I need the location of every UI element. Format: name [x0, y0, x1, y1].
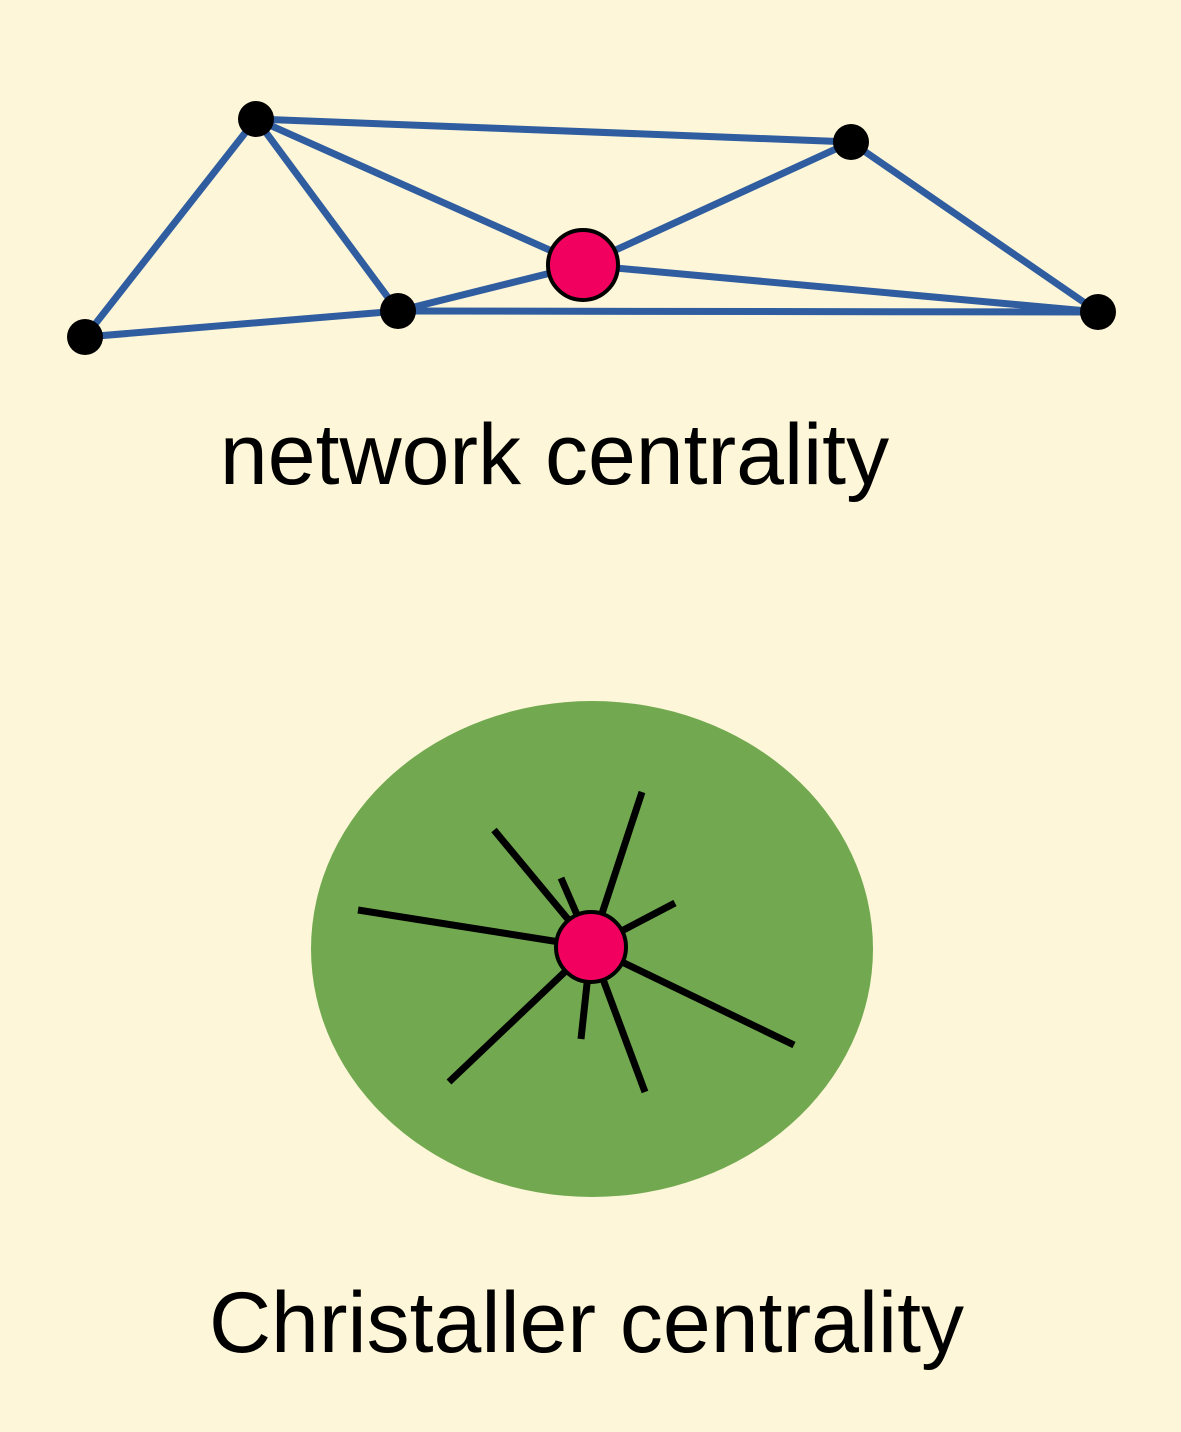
network-edges	[81, 115, 1102, 341]
christaller-spoke	[589, 943, 796, 1049]
christaller-central-node	[554, 910, 628, 984]
network-edge	[81, 307, 402, 341]
network-edge	[579, 261, 1102, 316]
network-centrality-label: network centrality	[219, 407, 890, 503]
network-node	[1080, 294, 1116, 330]
network-node	[833, 124, 869, 160]
network-central-node	[546, 228, 620, 302]
network-node	[380, 293, 416, 329]
network-edge	[847, 138, 1102, 316]
network-edge	[252, 115, 855, 146]
network-graph	[67, 101, 1116, 355]
christaller-centrality-label: Christaller centrality	[208, 1275, 965, 1371]
christaller-spoke	[357, 906, 592, 951]
network-edge	[394, 307, 1102, 316]
network-nodes	[67, 101, 1116, 355]
network-node	[238, 101, 274, 137]
network-edge	[252, 115, 402, 315]
network-edge	[252, 115, 587, 269]
network-node	[67, 319, 103, 355]
christaller-graph	[311, 701, 873, 1197]
network-edge	[579, 138, 855, 269]
network-edge	[81, 115, 260, 341]
